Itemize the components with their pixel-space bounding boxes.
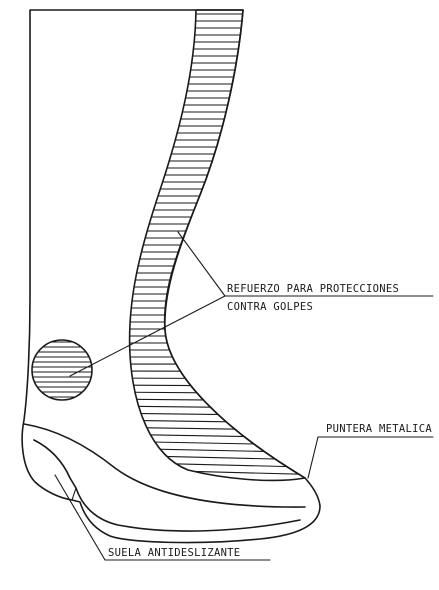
reinforcement-band [100, 10, 320, 489]
label-reinforcement-line2: CONTRA GOLPES [227, 301, 313, 313]
hatch-line [100, 399, 320, 401]
sole-tread-line [34, 440, 300, 531]
label-reinforcement-line1: REFUERZO PARA PROTECCIONES [227, 283, 399, 295]
hatch-line [100, 392, 320, 394]
hatch-line [100, 371, 320, 372]
hatch-line [100, 434, 320, 438]
hatch-line [100, 441, 320, 445]
hatch-line [100, 455, 320, 460]
hatch-line [100, 427, 320, 431]
hatch-line [100, 483, 320, 489]
heel-edge [72, 488, 76, 500]
label-sole: SUELA ANTIDESLIZANTE [108, 547, 240, 559]
leader-toe-cap [308, 437, 433, 478]
hatch-line [100, 420, 320, 423]
ankle-reinforcement [30, 340, 94, 400]
hatch-line [100, 448, 320, 453]
hatch-line [100, 413, 320, 416]
label-toe-cap: PUNTERA METALICA [326, 423, 432, 435]
hatch-line [100, 469, 320, 475]
leader-reinforcement-band [178, 232, 225, 296]
leader-lines [55, 232, 433, 560]
reinforcement-hatching [100, 14, 320, 489]
ankle-reinforcement-outline [32, 340, 92, 400]
